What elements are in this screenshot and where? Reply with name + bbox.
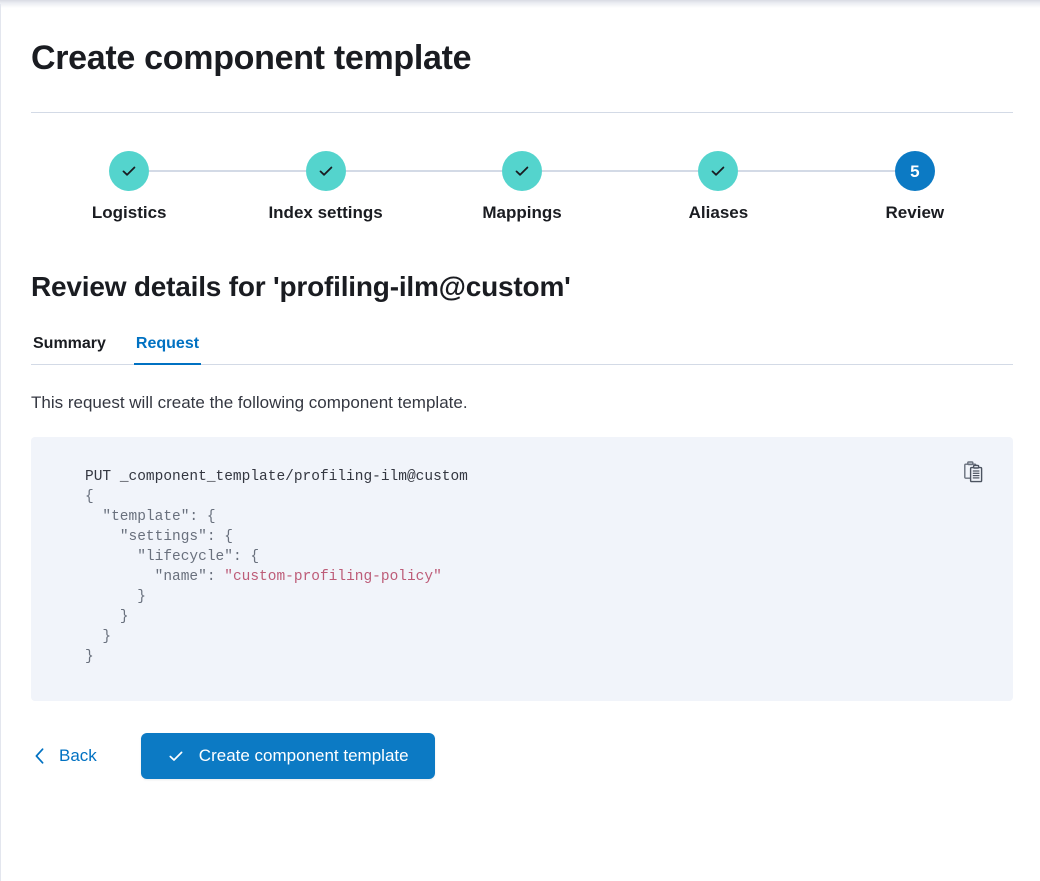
step-connector-right <box>345 170 424 172</box>
back-button-label: Back <box>59 746 97 765</box>
create-component-template-label: Create component template <box>198 746 409 765</box>
step-indicator-row <box>31 151 228 191</box>
step-review[interactable]: 5 Review <box>816 151 1013 223</box>
step-circle-current: 5 <box>894 151 935 191</box>
step-circle-complete <box>502 151 543 191</box>
step-connector-left <box>227 170 306 172</box>
request-description: This request will create the following c… <box>31 393 468 412</box>
step-label: Index settings <box>268 203 383 222</box>
step-logistics[interactable]: Logistics <box>31 151 228 223</box>
step-label: Review <box>885 203 945 222</box>
page-title: Create component template <box>31 39 472 77</box>
step-connector-left <box>423 170 503 172</box>
check-icon <box>712 166 725 176</box>
request-path: _component_template/profiling-ilm@custom <box>119 469 468 485</box>
review-tabs: Summary Request <box>31 335 1013 365</box>
wizard-stepper: Logistics Index settings <box>31 151 1013 223</box>
step-label: Logistics <box>91 203 167 222</box>
copy-clipboard-glyph <box>964 461 983 483</box>
check-icon <box>122 166 136 176</box>
check-icon <box>319 166 332 176</box>
chevron-left-icon <box>35 748 44 764</box>
wizard-actions: Back Create component template <box>31 733 1013 779</box>
step-indicator-row <box>227 151 424 191</box>
header-divider <box>31 112 1013 113</box>
lifecycle-policy-value: "custom-profiling-policy" <box>224 569 442 585</box>
request-code-block: PUT _component_template/profiling-ilm@cu… <box>31 437 1013 701</box>
back-button[interactable]: Back <box>31 740 99 772</box>
page-content: Create component template Logistics <box>31 0 1013 779</box>
create-component-template-button[interactable]: Create component template <box>140 733 435 779</box>
step-circle-complete <box>109 151 150 191</box>
review-heading: Review details for 'profiling-ilm@custom… <box>31 271 571 302</box>
step-mappings[interactable]: Mappings <box>423 151 621 223</box>
step-number: 5 <box>910 161 920 181</box>
check-icon <box>515 166 529 176</box>
step-label: Aliases <box>688 203 749 222</box>
step-index-settings[interactable]: Index settings <box>227 151 424 223</box>
step-circle-complete <box>305 151 346 191</box>
tab-request[interactable]: Request <box>133 335 202 365</box>
step-connector-left <box>620 170 699 172</box>
step-circle-complete <box>698 151 739 191</box>
request-code-text: PUT _component_template/profiling-ilm@cu… <box>85 469 468 665</box>
step-indicator-row: 5 <box>816 151 1013 191</box>
step-indicator-row <box>620 151 817 191</box>
step-indicator-row <box>423 151 621 191</box>
panel-left-edge <box>0 4 1 881</box>
step-connector-left <box>816 170 895 172</box>
step-connector-right <box>738 170 817 172</box>
step-connector-right <box>149 170 228 172</box>
check-icon <box>169 751 183 761</box>
step-connector-right <box>542 170 621 172</box>
tab-summary[interactable]: Summary <box>31 335 108 365</box>
copy-clipboard-icon[interactable] <box>961 459 987 485</box>
step-aliases[interactable]: Aliases <box>620 151 817 223</box>
step-label: Mappings <box>482 203 562 222</box>
request-method: PUT <box>85 469 112 485</box>
